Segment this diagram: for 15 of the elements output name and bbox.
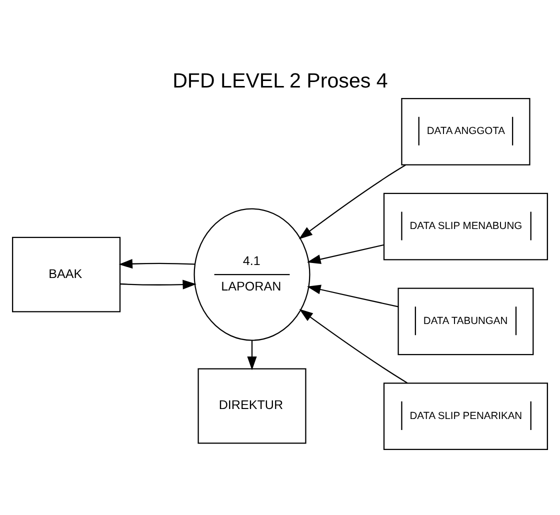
- arrow: [307, 244, 384, 264]
- node-box: DATA ANGGOTA: [401, 98, 530, 165]
- node-box: DIREKTUR: [198, 368, 306, 444]
- node-box: BAAK: [12, 236, 121, 312]
- arrow: [299, 308, 408, 384]
- node-ellipse: 4.1 LAPORAN: [194, 208, 310, 340]
- arrow: [120, 279, 196, 289]
- node-box: DATA SLIP MENABUNG: [383, 192, 548, 260]
- arrow: [247, 340, 257, 370]
- arrow: [298, 164, 406, 239]
- arrow: [307, 284, 398, 307]
- diagram-title: DFD LEVEL 2 Proses 4: [172, 69, 388, 92]
- arrow: [118, 258, 195, 268]
- node-box: DATA TABUNGAN: [398, 287, 534, 355]
- node-box: DATA SLIP PENARIKAN: [383, 382, 548, 450]
